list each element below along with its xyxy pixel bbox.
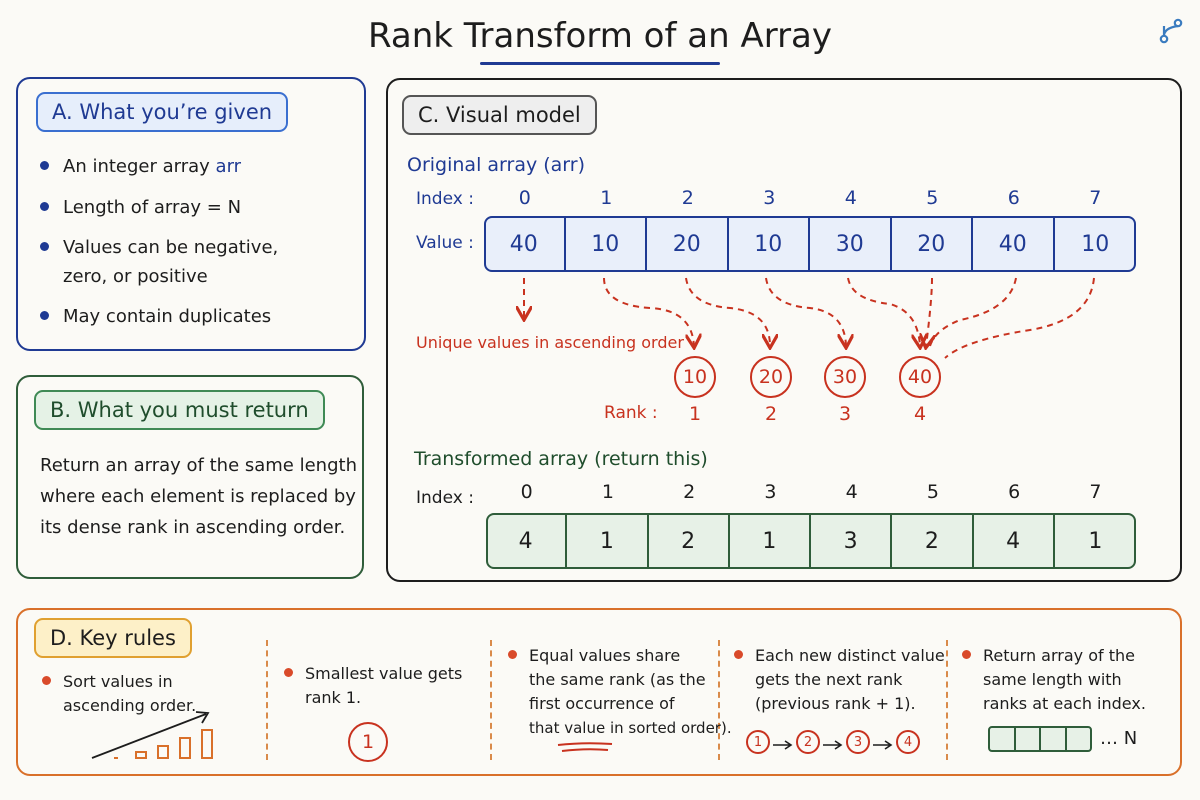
value-cell: 10: [1081, 231, 1110, 257]
original-array-label: Original array (arr): [407, 154, 586, 176]
ascending-bars-icon: [91, 711, 213, 759]
given-bullet-3: Values can be negative, zero, or positiv…: [40, 233, 278, 291]
given-bullet-1: An integer array arr: [40, 152, 241, 181]
chain-arrow-icon: [872, 736, 894, 755]
unique-value-circle: 10: [674, 356, 716, 398]
index-cell: 6: [1007, 187, 1020, 209]
transformed-index-cell: 2: [683, 481, 696, 503]
chain-rank-circle: 2: [796, 730, 820, 754]
index-cell: 3: [763, 187, 776, 209]
index-cell: 7: [1089, 187, 1102, 209]
branch-icon[interactable]: [1156, 16, 1186, 46]
chain-arrow-icon: [822, 736, 844, 755]
given-tag: A. What you’re given: [36, 92, 289, 132]
index-cell: 4: [844, 187, 857, 209]
rule-sort: Sort values in ascending order.: [42, 670, 196, 718]
mini-array-length: … N: [1100, 728, 1138, 749]
rank-value: 1: [688, 403, 702, 425]
value-cell: 40: [973, 216, 1055, 272]
transformed-array: [486, 513, 1136, 569]
transformed-index-cell: 4: [845, 481, 858, 503]
unique-values-label: Unique values in ascending order: [416, 333, 684, 352]
transformed-cell: 2: [892, 513, 974, 569]
page-title: Rank Transform of an Array: [367, 16, 833, 56]
value-label: Value :: [416, 233, 474, 253]
rank-value: 3: [838, 403, 852, 425]
transformed-cell: 1: [1088, 528, 1103, 554]
chain-rank-circle: 1: [746, 730, 770, 754]
rank-value: 4: [913, 403, 927, 425]
index-cell: 5: [926, 187, 939, 209]
unique-value-circle: 30: [824, 356, 866, 398]
index-label-bottom: Index :: [416, 488, 474, 508]
return-description: Return an array of the same length where…: [40, 455, 357, 538]
chain-rank-circle: 4: [896, 730, 920, 754]
return-tag: B. What you must return: [34, 390, 325, 430]
transformed-index-cell: 0: [520, 481, 533, 503]
rank-label: Rank :: [604, 403, 658, 423]
value-cell: 20: [647, 216, 729, 272]
value-cell: 10: [729, 216, 810, 272]
transformed-cell: 2: [649, 513, 730, 569]
rule-divider-3: [718, 640, 720, 760]
return-panel: [16, 375, 364, 579]
rule-equal-values: Equal values share the same rank (as the…: [508, 644, 732, 740]
rank-value: 2: [764, 403, 778, 425]
rank-one-badge: 1: [348, 722, 388, 762]
key-rules-panel: [16, 608, 1182, 776]
rule-divider-1: [266, 640, 268, 760]
transformed-cell: 1: [567, 513, 649, 569]
given-bullet-2: Length of array = N: [40, 193, 241, 222]
squiggle-underline: [557, 742, 613, 752]
key-rules-tag: D. Key rules: [34, 618, 192, 658]
rule-smallest: Smallest value gets rank 1.: [284, 662, 462, 710]
value-cell: 20: [892, 216, 973, 272]
chain-rank-circle: 3: [846, 730, 870, 754]
index-cell: 2: [681, 187, 694, 209]
transformed-array-label: Transformed array (return this): [414, 448, 708, 470]
original-array: [484, 216, 1136, 272]
rule-divider-4: [946, 640, 948, 760]
rule-return: Return array of the same length with ran…: [962, 644, 1146, 716]
transformed-cell: 4: [974, 513, 1055, 569]
index-label-top: Index :: [416, 189, 474, 209]
transformed-cell: 4: [486, 513, 568, 569]
rule-divider-2: [490, 640, 492, 760]
visual-model-tag: C. Visual model: [402, 95, 597, 135]
transformed-index-cell: 3: [764, 481, 777, 503]
visual-model-panel: [386, 78, 1182, 582]
value-cell: 40: [484, 216, 566, 272]
given-bullet-4: May contain duplicates: [40, 302, 271, 331]
transformed-cell: 1: [730, 513, 811, 569]
transformed-index-cell: 1: [601, 481, 614, 503]
given-panel: [16, 77, 366, 351]
arr-code: arr: [215, 156, 242, 177]
title-underline: [480, 62, 720, 65]
value-cell: 30: [810, 216, 892, 272]
unique-value-circle: 40: [899, 356, 941, 398]
transformed-index-cell: 5: [926, 481, 939, 503]
transformed-cell: 3: [811, 513, 893, 569]
mini-array-icon: [988, 726, 1092, 752]
transformed-index-cell: 7: [1089, 481, 1102, 503]
unique-value-circle: 20: [750, 356, 792, 398]
chain-arrow-icon: [772, 736, 794, 755]
transformed-index-cell: 6: [1008, 481, 1021, 503]
rule-next-rank: Each new distinct value gets the next ra…: [734, 644, 945, 716]
index-cell: 1: [600, 187, 613, 209]
index-cell: 0: [518, 187, 531, 209]
value-cell: 10: [566, 216, 647, 272]
